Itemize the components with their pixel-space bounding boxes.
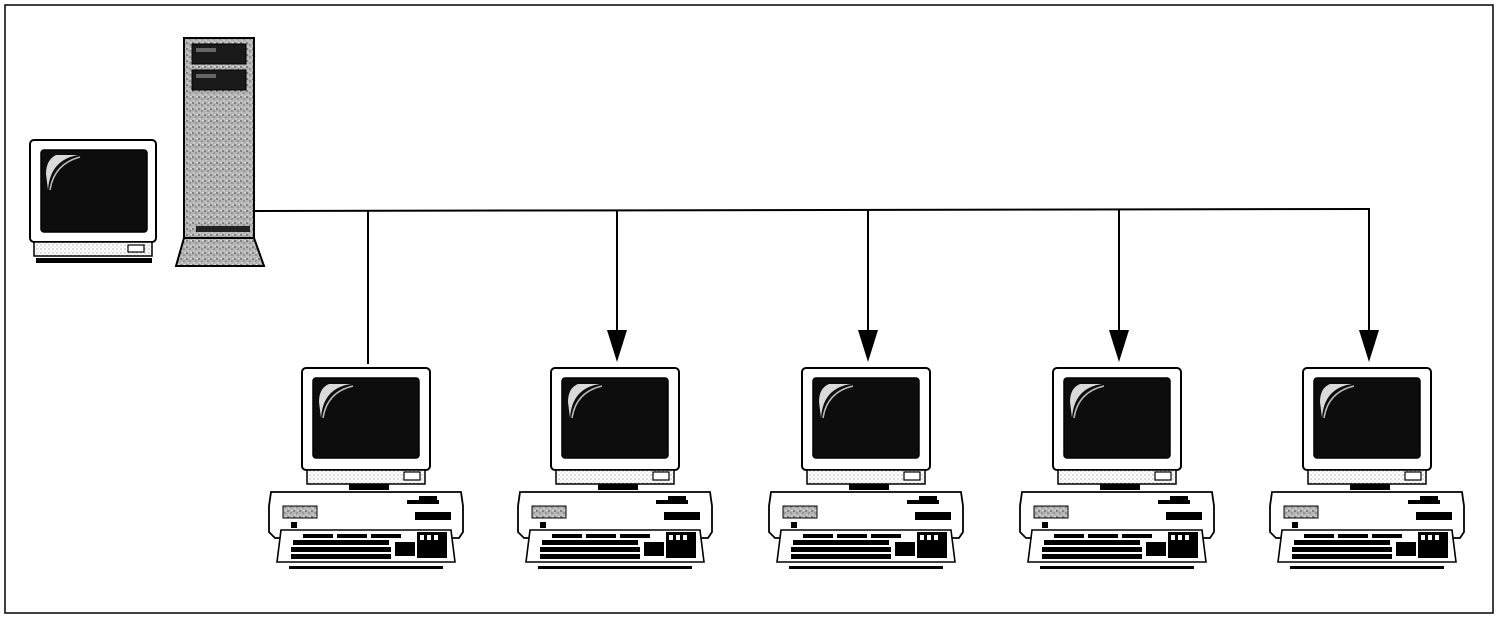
network-drops — [367, 210, 1379, 364]
workstation-icon — [1019, 367, 1215, 570]
arrow-down-icon — [1109, 330, 1129, 362]
diagram-frame — [4, 4, 1494, 614]
workstation-icon — [768, 367, 964, 570]
workstation-icon — [517, 367, 713, 570]
client-workstations — [268, 367, 1465, 570]
network-bus — [253, 208, 1371, 212]
arrow-down-icon — [1359, 330, 1379, 362]
arrow-down-icon — [858, 330, 878, 362]
arrow-down-icon — [607, 330, 627, 362]
tower-server-icon — [174, 37, 266, 267]
workstation-icon — [1269, 367, 1465, 570]
monitor-icon — [29, 139, 157, 263]
workstation-icon — [268, 367, 464, 570]
